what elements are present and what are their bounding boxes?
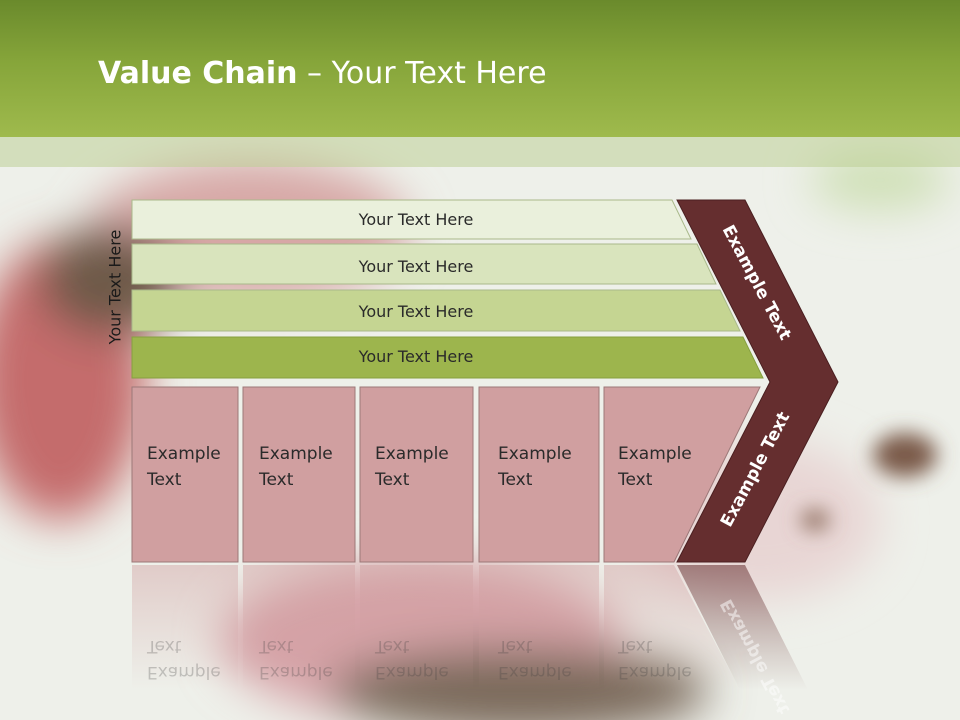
reflection-box-2-line1: Example [259, 662, 333, 682]
header-band [0, 137, 960, 167]
support-rows: Your Text Here Your Text Here Your Text … [131, 199, 764, 379]
reflection-box-1-line2: Text [146, 636, 182, 656]
reflection-box-4-line1: Example [498, 662, 572, 682]
primary-box-5 [603, 386, 761, 563]
primary-box-5-line2: Text [617, 470, 653, 490]
support-row-4 [131, 336, 764, 379]
primary-box-2-line2: Text [258, 470, 294, 490]
reflection-box-3-line1: Example [375, 662, 449, 682]
primary-box-4-line1: Example [498, 444, 572, 464]
support-row-3 [131, 289, 741, 332]
reflection-box-2 [243, 565, 355, 690]
primary-box-2 [242, 386, 356, 563]
margin-chevron-shape [676, 199, 839, 563]
slide-title: Value Chain – Your Text Here [98, 52, 547, 96]
primary-box-3-line1: Example [375, 444, 449, 464]
support-row-2-label: Your Text Here [358, 257, 474, 276]
primary-box-1-line2: Text [146, 470, 182, 490]
primary-boxes: Example Text Example Text Example Text E… [131, 386, 761, 563]
reflection-box-1-line1: Example [147, 662, 221, 682]
reflection-chevron [677, 565, 808, 690]
primary-box-5-line1: Example [618, 444, 692, 464]
reflection: Example Text Example Text Example Text E… [132, 565, 808, 717]
reflection-box-5-line1: Example [618, 662, 692, 682]
reflection-box-3 [360, 565, 473, 690]
reflection-box-1 [132, 565, 238, 690]
primary-box-2-line1: Example [259, 444, 333, 464]
primary-box-1-line1: Example [147, 444, 221, 464]
header-bar [0, 0, 960, 137]
support-row-2 [131, 243, 717, 285]
reflection-box-4-line2: Text [497, 636, 533, 656]
primary-box-4-line2: Text [497, 470, 533, 490]
reflection-box-4 [479, 565, 599, 690]
support-row-3-label: Your Text Here [358, 302, 474, 321]
slide-title-rest: – Your Text Here [297, 56, 547, 91]
primary-box-3 [359, 386, 474, 563]
primary-box-4 [478, 386, 600, 563]
reflection-box-3-line2: Text [374, 636, 410, 656]
support-row-4-label: Your Text Here [358, 347, 474, 366]
primary-box-1 [131, 386, 239, 563]
reflection-box-2-line2: Text [258, 636, 294, 656]
support-row-1-label: Your Text Here [358, 210, 474, 229]
support-row-1 [131, 199, 692, 240]
primary-box-3-line2: Text [374, 470, 410, 490]
reflection-box-5-line2: Text [617, 636, 653, 656]
slide-title-bold: Value Chain [98, 56, 298, 91]
reflection-box-5 [604, 565, 740, 690]
